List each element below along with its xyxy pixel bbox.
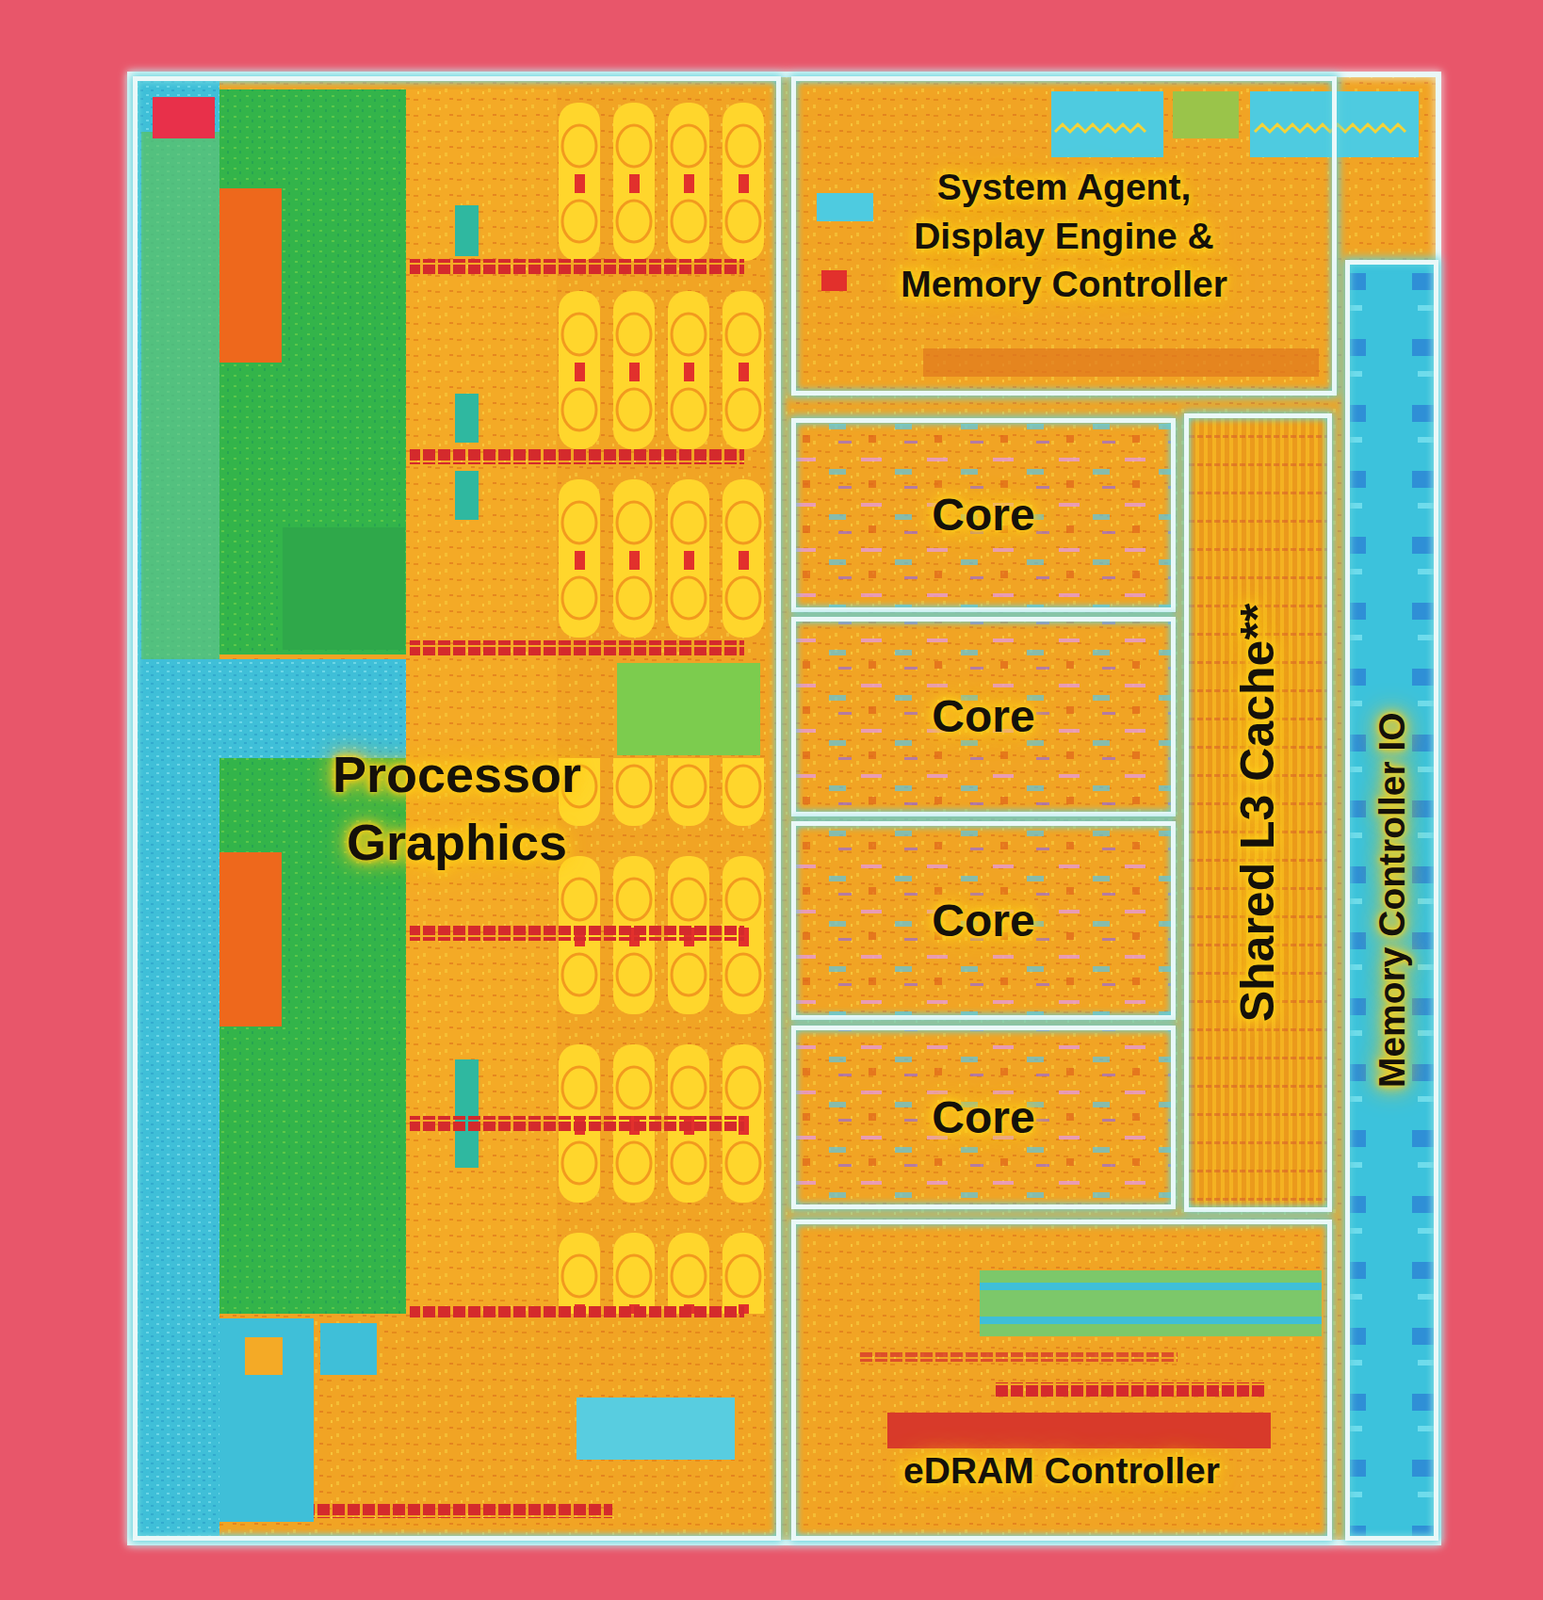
core-block: Core xyxy=(791,617,1176,817)
block-label: Memory Controller IO xyxy=(1367,713,1416,1089)
core-block: Core xyxy=(791,1025,1176,1210)
io-block: Memory Controller IO xyxy=(1345,259,1439,1542)
block-label: Processor Graphics xyxy=(301,741,613,877)
block-label: System Agent, Display Engine & Memory Co… xyxy=(876,162,1253,309)
core-block: Core xyxy=(791,418,1176,613)
core-block: Core xyxy=(791,821,1176,1021)
block-label: Core xyxy=(931,1088,1035,1148)
block-label: Core xyxy=(931,891,1035,951)
cache-block: Shared L3 Cache** xyxy=(1184,413,1332,1213)
block-label: Core xyxy=(931,485,1035,545)
block-label: eDRAM Controller xyxy=(903,1446,1220,1495)
graphics-block: Processor Graphics xyxy=(132,76,781,1542)
edram-block: eDRAM Controller xyxy=(791,1219,1332,1542)
system-agent-block: System Agent, Display Engine & Memory Co… xyxy=(791,76,1337,396)
block-label: Shared L3 Cache** xyxy=(1227,603,1290,1024)
block-label: Core xyxy=(931,686,1035,747)
